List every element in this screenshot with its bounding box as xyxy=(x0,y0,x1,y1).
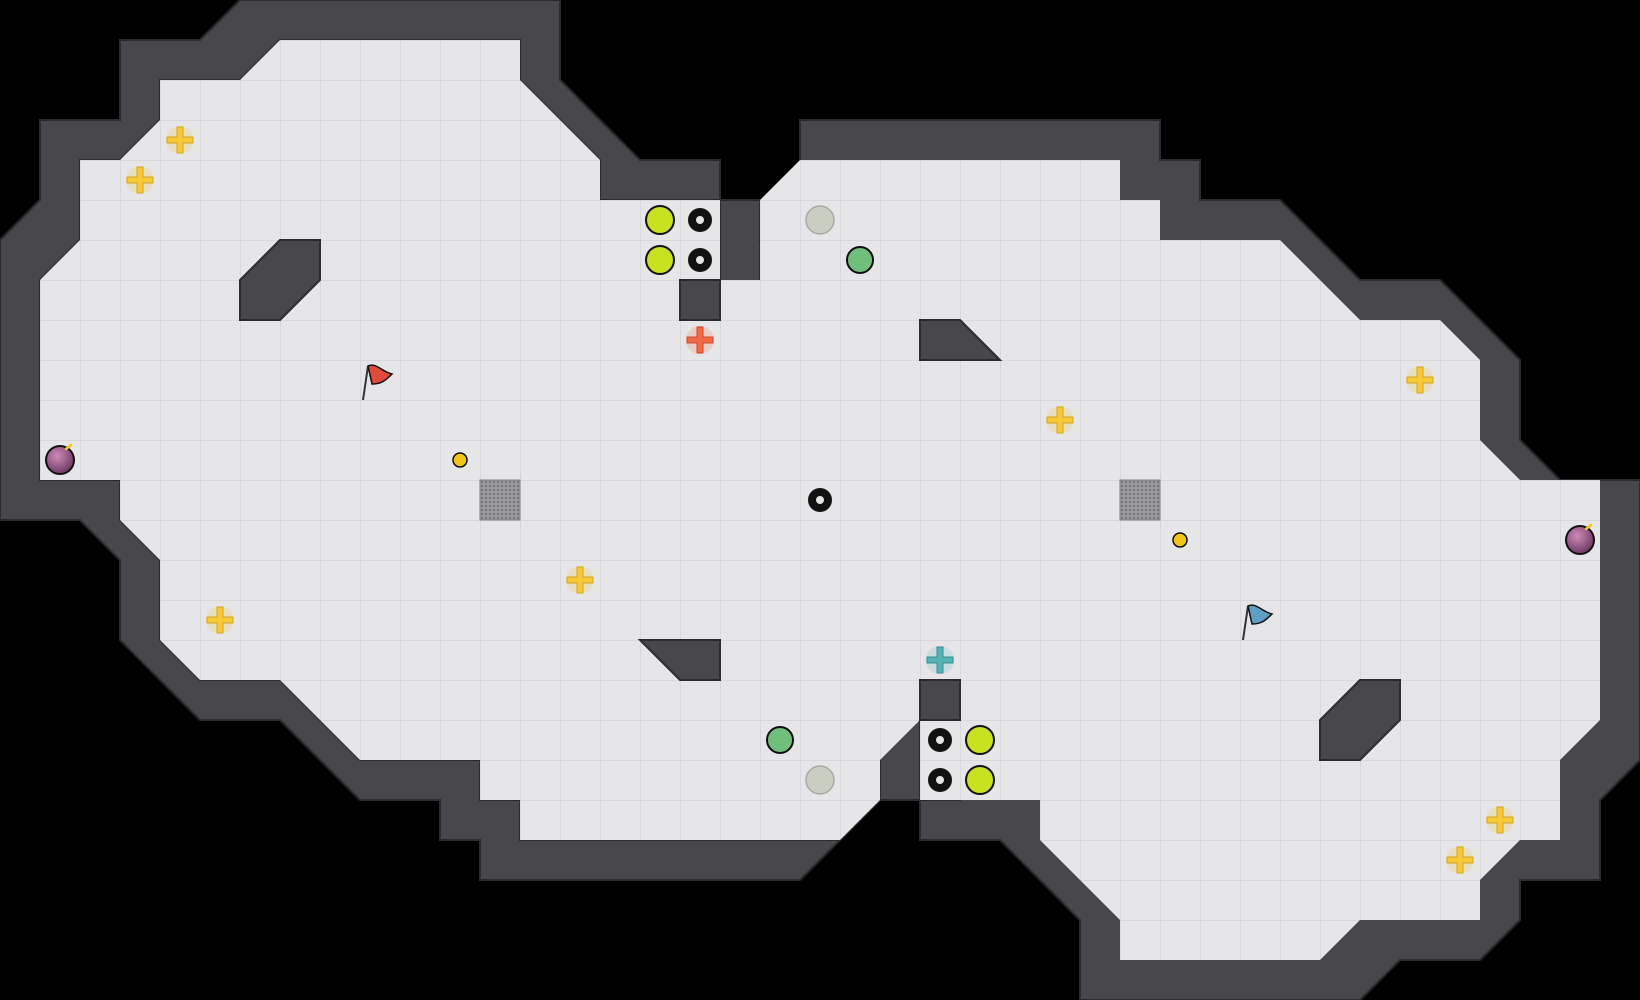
boosts xyxy=(126,126,1514,874)
blue-team-boost-icon xyxy=(926,646,954,674)
portal-icon xyxy=(766,726,794,754)
portal-icon xyxy=(846,246,874,274)
spike-icon xyxy=(688,208,712,232)
blue-flag-icon xyxy=(1242,604,1274,641)
gates xyxy=(479,479,1161,521)
wall-block xyxy=(1319,679,1401,761)
red-flag-icon xyxy=(362,364,394,401)
portal-inactive-icon xyxy=(805,205,835,235)
button-icon xyxy=(1172,532,1188,548)
obstacles xyxy=(239,239,1401,761)
bombs xyxy=(45,443,1595,555)
spike-icon xyxy=(928,768,952,792)
boost-icon xyxy=(126,166,154,194)
powerup-icon xyxy=(965,765,995,795)
buttons xyxy=(452,452,1188,548)
boost-icon xyxy=(206,606,234,634)
bomb-icon xyxy=(1565,523,1595,555)
red-team-boost-icon xyxy=(686,326,714,354)
boost-icon xyxy=(1046,406,1074,434)
boost-icon xyxy=(1446,846,1474,874)
boost-icon xyxy=(1486,806,1514,834)
boost-icon xyxy=(1406,366,1434,394)
gate-icon xyxy=(1119,479,1161,521)
powerup-icon xyxy=(645,245,675,275)
wall-block xyxy=(919,319,1003,361)
spike-icon xyxy=(688,248,712,272)
powerup-icon xyxy=(965,725,995,755)
spike-icon xyxy=(928,728,952,752)
boost-icon xyxy=(166,126,194,154)
powerups xyxy=(645,205,995,795)
powerup-icon xyxy=(645,205,675,235)
boost-icon xyxy=(566,566,594,594)
spikes xyxy=(688,208,952,792)
spike-icon xyxy=(808,488,832,512)
gate-icon xyxy=(479,479,521,521)
wall-block xyxy=(637,639,721,681)
bomb-icon xyxy=(45,443,75,475)
flags xyxy=(362,364,1274,641)
wall-block xyxy=(239,239,321,321)
button-icon xyxy=(452,452,468,468)
portals xyxy=(766,205,874,795)
portal-inactive-icon xyxy=(805,765,835,795)
